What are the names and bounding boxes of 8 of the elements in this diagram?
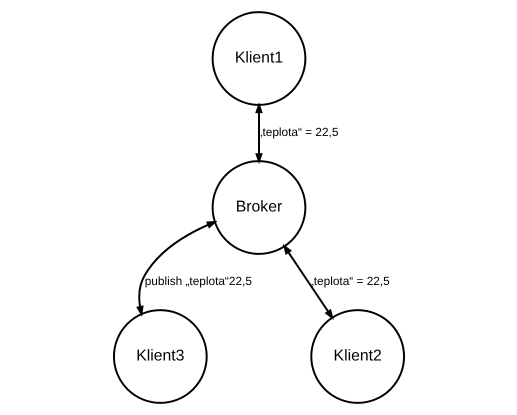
edge-label: „teplota“ = 22,5: [309, 274, 390, 288]
arrow: [254, 102, 262, 164]
node-circle: Klient1: [211, 11, 306, 106]
arrow: [136, 220, 218, 317]
edge-label: „teplota“ = 22,5: [258, 125, 338, 140]
edge-label: publish „teplota“22,5: [144, 274, 252, 288]
arrow: [282, 244, 334, 320]
node-circle: Klient3: [112, 309, 208, 404]
